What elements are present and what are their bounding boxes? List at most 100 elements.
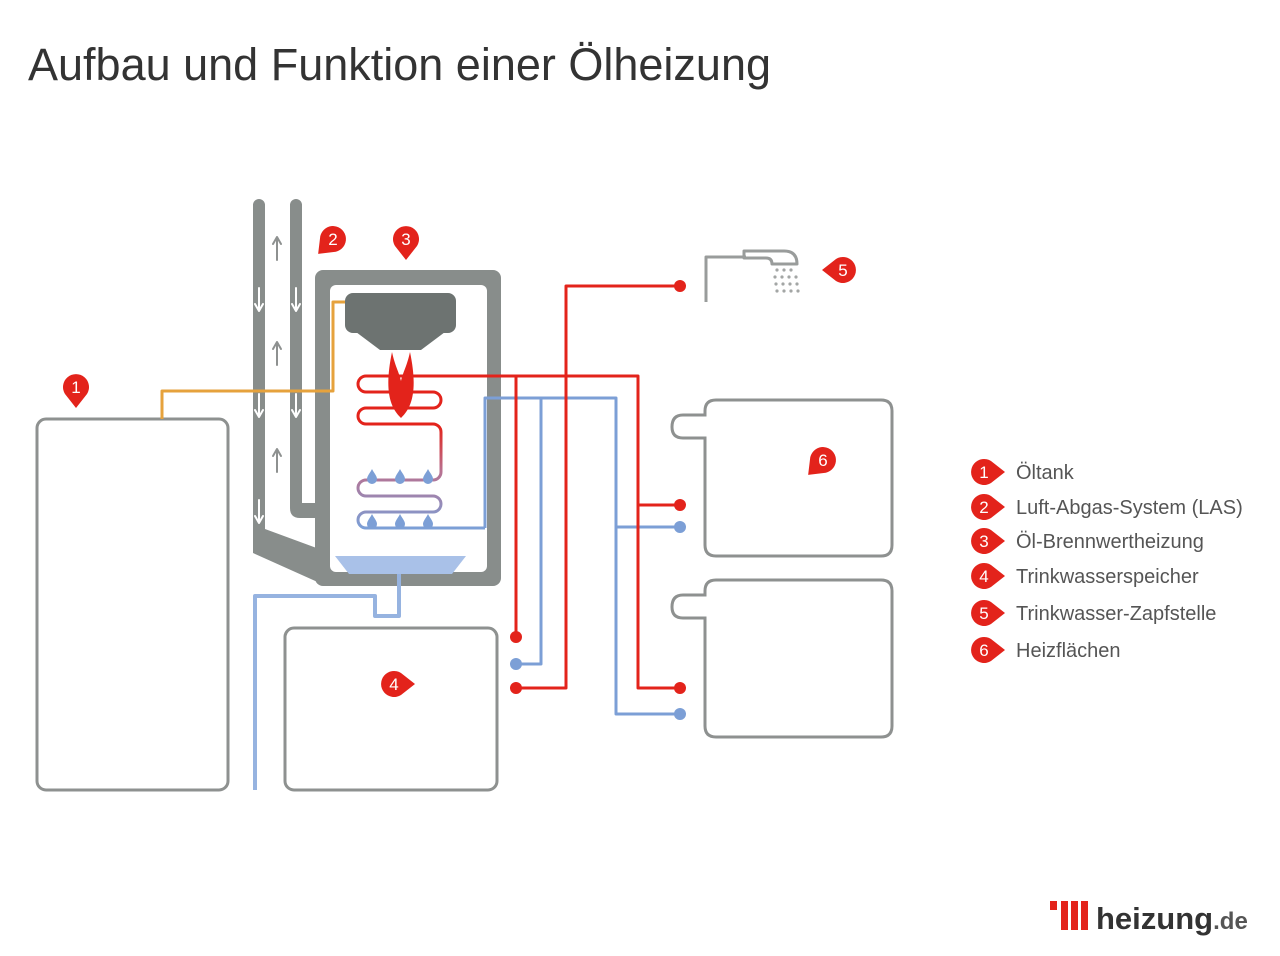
- map-pin-icon: [381, 671, 415, 697]
- flame-icon: [388, 352, 414, 418]
- heating-supply-pipe: [420, 374, 680, 690]
- spray-drop: [789, 289, 793, 293]
- marker-4: 4: [381, 671, 415, 697]
- storage-return-pipe: [516, 398, 543, 666]
- supply-pipes: [420, 284, 680, 690]
- map-pin-icon: [971, 600, 1005, 626]
- spray-drop: [781, 282, 785, 286]
- radiator-bottom: [670, 578, 894, 739]
- logo-bar: [1061, 901, 1068, 930]
- map-pin-icon: [822, 257, 856, 283]
- marker-6: 6: [808, 447, 836, 475]
- radiator-top: [670, 398, 894, 558]
- legend-number: 1: [979, 463, 988, 482]
- flue-inner-pipe: [290, 199, 322, 518]
- oil-supply-line: [160, 300, 345, 419]
- water-drop-icon: [367, 514, 377, 529]
- heating-return-pipe: [483, 396, 680, 716]
- water-drop-icon: [395, 469, 405, 484]
- spray-drop: [782, 268, 786, 272]
- arrow-up-icon: [272, 448, 282, 473]
- heat-exchanger-coil: [356, 374, 485, 530]
- logo-bar: [1081, 901, 1088, 930]
- map-pin-icon: [971, 637, 1005, 663]
- burner-body: [345, 293, 456, 333]
- spray-drop: [787, 275, 791, 279]
- page-title: Aufbau und Funktion einer Ölheizung: [28, 39, 771, 90]
- logo-bar: [1050, 901, 1057, 910]
- marker-3: 3: [393, 226, 419, 260]
- burner-nozzle: [356, 332, 445, 350]
- logo-wordmark: heizung.de: [1096, 901, 1248, 936]
- water-drop-icon: [395, 514, 405, 529]
- map-pin-icon: [971, 494, 1005, 520]
- water-drop-icon: [423, 514, 433, 529]
- spray-drop: [780, 275, 784, 279]
- shower-head: [742, 249, 799, 266]
- legend-label: Heizflächen: [1016, 640, 1121, 662]
- condensate-tray: [335, 556, 466, 574]
- exhaust-up-arrows: [272, 236, 282, 473]
- marker-1: 1: [63, 374, 89, 408]
- connection-dot-hot: [674, 280, 686, 292]
- legend-item: 6 Heizflächen: [971, 637, 1121, 663]
- marker-number: 6: [818, 451, 827, 470]
- map-pin-icon: [971, 528, 1005, 554]
- hot-water-tap-pipe: [516, 284, 680, 690]
- logo-bar: [1071, 901, 1078, 930]
- connection-dot-cold: [510, 658, 522, 670]
- oil-burner: [345, 293, 456, 350]
- brand-logo: heizung.de: [1050, 901, 1248, 936]
- legend-number: 3: [979, 532, 988, 551]
- spray-drop: [796, 289, 800, 293]
- shower-head-icon: [704, 249, 800, 302]
- legend-item: 4 Trinkwasserspeicher: [971, 563, 1199, 589]
- map-pin-icon: [971, 459, 1005, 485]
- arrow-up-icon: [272, 341, 282, 366]
- flue-outer-pipe: [253, 199, 322, 584]
- connection-dot-cold: [674, 708, 686, 720]
- return-pipes: [483, 396, 680, 716]
- legend-label: Trinkwasser-Zapfstelle: [1016, 603, 1216, 625]
- shower-pipe: [704, 255, 746, 302]
- boiler-interior: [330, 285, 487, 572]
- marker-number: 5: [838, 261, 847, 280]
- legend-label: Öl-Brennwertheizung: [1016, 531, 1204, 553]
- spray-drop: [795, 282, 799, 286]
- hot-water-storage-tank: [283, 626, 499, 792]
- red-bars-logo-icon: [1050, 901, 1088, 930]
- condensate-drain-pipe: [253, 574, 401, 790]
- arrow-up-icon: [272, 236, 282, 261]
- map-pin-icon: [971, 563, 1005, 589]
- spray-drop: [775, 268, 779, 272]
- legend-number: 5: [979, 604, 988, 623]
- legend-number: 6: [979, 641, 988, 660]
- connection-dot-hot: [510, 631, 522, 643]
- spray-drop: [782, 289, 786, 293]
- map-pin-icon: [318, 226, 346, 254]
- legend-label: Öltank: [1016, 462, 1075, 484]
- marker-number: 2: [328, 230, 337, 249]
- legend: 1 Öltank 2 Luft-Abgas-System (LAS) 3 Öl-…: [971, 459, 1243, 663]
- arrow-down-icon: [291, 287, 301, 312]
- oil-condensing-boiler: [315, 270, 501, 586]
- legend-number: 2: [979, 498, 988, 517]
- spray-drop: [789, 268, 793, 272]
- legend-label: Trinkwasserspeicher: [1016, 566, 1199, 588]
- connection-dot-hot: [510, 682, 522, 694]
- marker-number: 3: [401, 230, 410, 249]
- flue-system: [253, 199, 322, 584]
- map-pin-icon: [393, 226, 419, 260]
- water-drop-icon: [367, 469, 377, 484]
- legend-item: 2 Luft-Abgas-System (LAS): [971, 494, 1243, 520]
- spray-drop: [788, 282, 792, 286]
- map-pin-icon: [63, 374, 89, 408]
- legend-item: 5 Trinkwasser-Zapfstelle: [971, 600, 1216, 626]
- marker-number: 4: [389, 675, 398, 694]
- air-down-arrows: [254, 287, 301, 524]
- logo-suffix: .de: [1213, 908, 1248, 935]
- arrow-down-icon: [254, 287, 264, 312]
- legend-item: 3 Öl-Brennwertheizung: [971, 528, 1204, 554]
- pipe-connections: [510, 280, 686, 720]
